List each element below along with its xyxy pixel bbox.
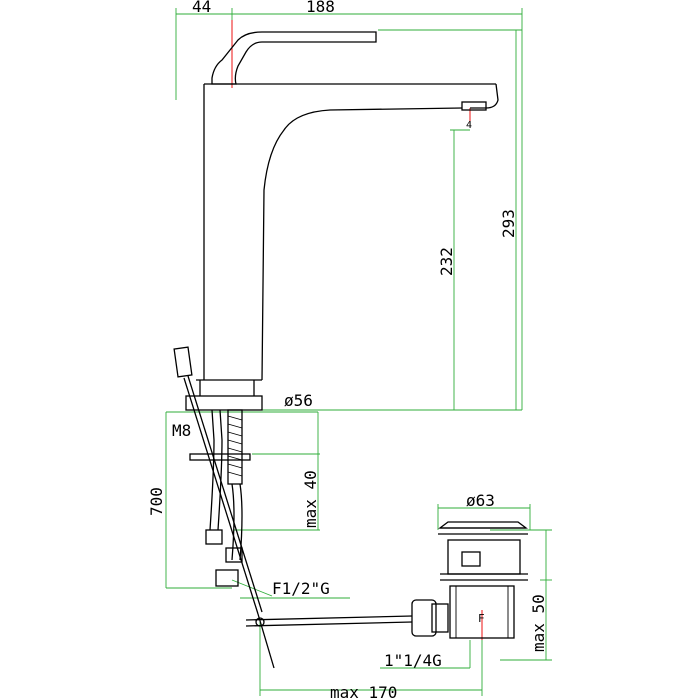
dim-waste-thread: 1"1/4G bbox=[384, 651, 442, 670]
waste-drain bbox=[411, 521, 528, 639]
dim-44: 44 bbox=[192, 0, 211, 16]
mounting-hardware bbox=[189, 409, 251, 587]
dim-188: 188 bbox=[306, 0, 335, 16]
dimension-lines bbox=[165, 8, 552, 696]
waste-f-label: F bbox=[478, 612, 485, 625]
dim-700: 700 bbox=[147, 487, 166, 516]
dim-waste-max-50: max 50 bbox=[529, 594, 548, 652]
faucet-body bbox=[185, 31, 499, 411]
dimension-labels: 44 188 293 232 ø56 M8 max 40 700 F1/2"G … bbox=[147, 0, 548, 700]
dim-waste-diameter: ø63 bbox=[466, 491, 495, 510]
rotation-label: 4 bbox=[466, 120, 472, 131]
dim-max-170: max 170 bbox=[330, 683, 397, 700]
dim-max-40: max 40 bbox=[301, 470, 320, 528]
dim-m8: M8 bbox=[172, 421, 191, 440]
pop-up-rod bbox=[173, 346, 413, 669]
dim-293: 293 bbox=[499, 209, 518, 238]
dim-base-diameter: ø56 bbox=[284, 391, 313, 410]
center-lines bbox=[231, 20, 483, 640]
dim-hose-connection: F1/2"G bbox=[272, 579, 330, 598]
dim-232: 232 bbox=[437, 247, 456, 276]
